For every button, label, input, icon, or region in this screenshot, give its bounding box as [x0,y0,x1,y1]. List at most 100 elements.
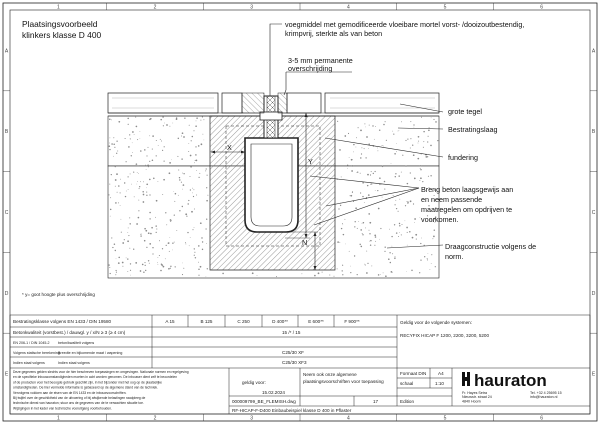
tb-schaal-label: schaal [400,381,413,386]
grid-row-D-left: D [5,291,9,297]
tb-class-cell: B 125 [200,319,212,324]
label-breng-1: Breng beton laagsgewijs aan [421,185,513,194]
tb-notice-line: Vervolgens voldoen aan de eisen van de E… [13,391,127,395]
leader-lines [269,23,444,249]
grid-col-5-top: 5 [444,5,447,11]
grid-row-C-right: C [592,210,596,216]
label-draag-1: Draagconstructie volgens de [445,242,536,251]
tb-instruction-1: Neem ook onze algemene [303,372,357,377]
company-address-line: Nieuwstr. straat 24 [462,395,492,399]
label-draag-2: norm. [445,252,463,261]
drawing-title-line1: Plaatsingsvoorbeeld [22,19,98,29]
label-overschrijding-1: 3-5 mm permanente [288,56,353,65]
tb-notice-line: omstandigheden. De hier vermelde informa… [13,386,158,390]
cross-section: X Y N [107,92,440,279]
tb-notice-line: Deze gegevens gelden slechts voor de hie… [13,370,189,374]
label-voegmiddel-2: krimpvrij, sterkte als van beton [285,29,382,38]
grid-col-5-bottom: 5 [444,416,447,422]
tb-schaal-value: 1:10 [435,381,444,386]
tb-row3a-value: beton/kwaliteit volgens [58,341,94,345]
tb-row5-class: C25/30 XF3 [282,360,307,365]
tb-series-label: Geldig voor de volgende systemen: [400,320,472,325]
grid-col-1-top: 1 [57,5,60,11]
mortar-joint-right [277,92,288,114]
drain-channel-inner [250,143,293,227]
tb-class-cell: F 900** [344,319,360,324]
mortar-joint-left [241,92,265,114]
grid-col-1-bottom: 1 [57,416,60,422]
hauraton-logo: hauraton [462,371,547,390]
tb-class-cell: E 600** [308,319,324,324]
tb-notice-line: en de specifieke inbouwomstandigheden mo… [13,375,177,379]
tb-format-value: A4 [438,371,444,376]
grid-row-B-left: B [5,129,9,135]
grid-col-2-top: 2 [154,5,157,11]
tb-row2-label: Betonkwaliteit (vorstbest.) / dauwgl. y … [13,330,126,335]
tb-class-cell: D 400** [272,319,288,324]
tb-lang-label: Edition [400,399,414,404]
grid-row-E-left: E [5,372,9,378]
paving-tile-left-small [221,92,243,114]
label-breng-4: voorkomen. [421,215,459,224]
title-block [9,314,591,415]
tb-notice-line: Wijzigingen in het kader van technische … [13,406,112,410]
grid-row-D-right: D [592,291,596,297]
tb-row1-label: Bestratingsklasse volgens EN 1433 / DIN … [13,319,111,324]
grid-col-6-top: 6 [540,5,543,11]
label-bestratingslaag: Bestratingslaag [448,125,498,134]
company-address-line: 4840 Hoorn [462,399,481,403]
company-address-line: Fr. Hayes Setra [462,391,487,395]
company-contact-line: info@hauraton.nl [530,395,558,399]
label-overschrijding-2: overschrijding [288,64,332,73]
label-voegmiddel: voegmiddel met gemodificeerde vloeibare … [285,20,524,29]
paving-tile-right-small [286,92,322,114]
grid-row-B-right: B [592,129,596,135]
tb-notice: Deze gegevens gelden slechts voor de hie… [13,370,189,410]
tb-row3a-label: EN 206-1 / DIN 1045-2 [13,341,50,345]
grid-row-A-right: A [592,48,596,54]
tb-geldig-label: geldig voor: [242,380,266,385]
dim-x-label: X [227,143,232,152]
tb-row2-value: 15 /* / 15 [282,330,301,335]
paving-tile-right [324,92,440,114]
dim-y-label: Y [308,157,313,166]
footnote: * y= goot hoogte plus overschrijding [22,292,95,297]
tb-format-label: Formaat DIN [400,371,426,376]
tb-row5-value: Indien staal volgens [58,361,90,365]
tb-notice-line: of de producten voor het beoogde gebruik… [13,380,162,384]
drawing-title-line2: klinkers klasse D 400 [22,30,101,40]
grid-col-3-bottom: 3 [250,416,253,422]
hauraton-logo-mark [462,372,470,386]
grid-col-6-bottom: 6 [540,416,543,422]
grid-row-A-left: A [5,48,9,54]
company-contact-line: Tel. +32 4 25695 15 [530,391,562,395]
company-name: hauraton [474,371,547,390]
tb-doc-number: 000009799_BE_FLEMISH.dwg [232,399,296,404]
tb-geldig-date: 15.02.2024 [262,390,285,395]
tb-instruction-2: plaatsingsvoorschriften voor toepassing [303,379,384,384]
grid-row-C-left: C [5,210,9,216]
label-breng-2: en neem passende [421,195,482,204]
dim-n-label: N [302,238,307,247]
tb-notice-line: technische dienst van hauraton; stuur on… [13,401,144,405]
grid-row-labels: A A B B C C D D E E [3,48,597,378]
tb-row5-label: Indien staal volgens [13,361,45,365]
tb-footer-title: RF-HICAP-F-D400 Einbaubeispiel klasse D … [232,408,352,413]
grid-row-E-right: E [592,372,596,378]
grid-col-3-top: 3 [250,5,253,11]
tb-notice-line: Bij twijfel over de geschiktheid van de … [13,396,145,400]
grid-col-4-bottom: 4 [347,416,350,422]
paving-tile-left [107,92,219,114]
tb-row4-label: Volgens statische berekening [13,351,60,355]
label-breng-3: maatregelen om opdrijven te [421,205,512,214]
grid-col-4-top: 4 [347,5,350,11]
tb-page-number: 17 [373,399,379,404]
label-fundering: fundering [448,153,478,162]
tb-class-cell: A 15 [165,319,175,324]
tb-row4-class: C25/30 XF [282,350,304,355]
